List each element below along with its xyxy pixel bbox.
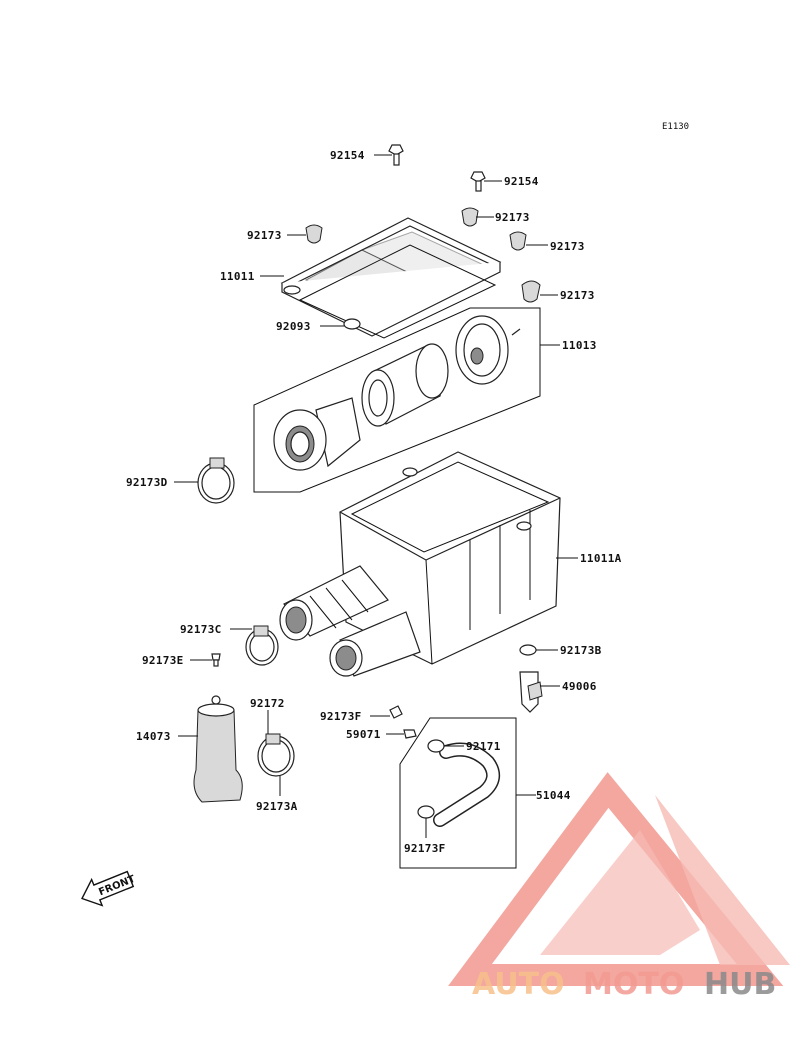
clip-92173-right	[509, 231, 548, 251]
label-92154-b: 92154	[504, 175, 539, 188]
label-59071: 59071	[346, 728, 381, 741]
watermark-part1: AUTO	[472, 967, 565, 1002]
clip-92173b	[519, 644, 558, 656]
label-92173d: 92173D	[126, 476, 168, 489]
label-92173-lower: 92173	[560, 289, 595, 302]
label-92173f-upper: 92173F	[320, 710, 362, 723]
clamp-92173c	[230, 625, 279, 666]
label-49006: 49006	[562, 680, 597, 693]
label-92172: 92172	[250, 697, 285, 710]
watermark-text: AUTO MOTO HUB	[472, 967, 776, 1002]
drain-49006	[519, 671, 560, 713]
intake-duct-lower	[329, 611, 421, 677]
filter-assembly-bracket	[253, 307, 560, 493]
label-11011: 11011	[220, 270, 255, 283]
clamp-92173f-lower	[417, 805, 435, 838]
intake-duct-upper	[279, 565, 389, 641]
diagram-code: E1130	[662, 122, 689, 132]
clip-92173f-upper	[370, 705, 403, 719]
clamp-92171	[427, 739, 464, 753]
fitting-59071	[386, 729, 417, 739]
label-92173e: 92173E	[142, 654, 184, 667]
label-92173-right: 92173	[550, 240, 585, 253]
clamp-92173d	[174, 457, 235, 504]
air-cleaner-cover	[260, 217, 502, 337]
bolt-92154-a	[374, 144, 404, 166]
filter-end-cap	[455, 315, 521, 385]
label-92173a: 92173A	[256, 800, 298, 813]
filter-element	[361, 343, 449, 427]
watermark-part2: MOTO	[583, 967, 684, 1002]
label-92154-a: 92154	[330, 149, 365, 162]
label-92173-left: 92173	[247, 229, 282, 242]
front-direction-arrow: FRONT	[81, 870, 137, 907]
watermark-part3: HUB	[704, 967, 776, 1002]
clip-92173-lower	[521, 280, 558, 303]
clip-92173-left	[287, 224, 323, 244]
label-14073: 14073	[136, 730, 171, 743]
label-11011a: 11011A	[580, 552, 622, 565]
screw-92173e	[190, 653, 221, 667]
duct-14073	[178, 695, 243, 803]
clamp-92172	[257, 710, 295, 796]
hose-51044	[433, 742, 501, 827]
label-92173b: 92173B	[560, 644, 602, 657]
label-92093: 92093	[276, 320, 311, 333]
label-92173-top: 92173	[495, 211, 530, 224]
label-51044: 51044	[536, 789, 571, 802]
label-92173c: 92173C	[180, 623, 222, 636]
label-92173f-lower: 92173F	[404, 842, 446, 855]
filter-holder	[273, 397, 361, 471]
label-11013: 11013	[562, 339, 597, 352]
hose-assembly-bracket	[399, 717, 536, 869]
label-92171: 92171	[466, 740, 501, 753]
bolt-92154-b	[470, 171, 502, 192]
watermark-logo	[448, 772, 790, 986]
clip-92173-top	[461, 207, 494, 227]
gasket-92093	[298, 244, 497, 339]
air-box-11011a	[339, 451, 578, 665]
